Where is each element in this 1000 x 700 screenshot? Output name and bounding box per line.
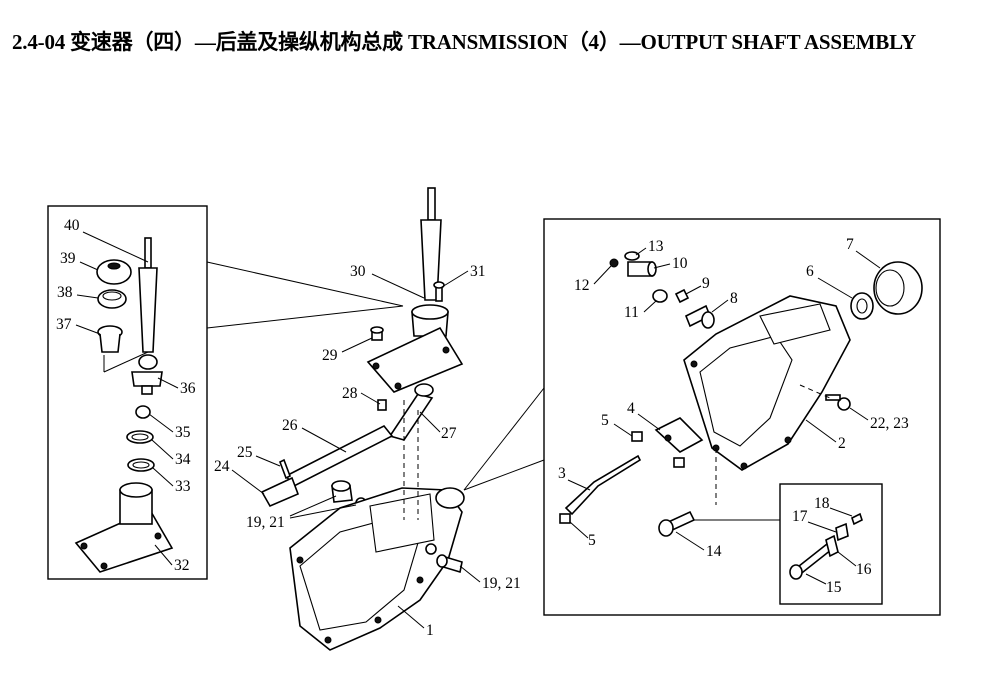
callout-4: 4 [627,400,635,417]
bolt-5-lower [559,513,571,524]
callout-26: 26 [282,417,298,434]
callout-14: 14 [706,543,722,560]
inset-frame-plunger [779,483,883,605]
plunger-pin-small [851,512,863,526]
shift-lever-detail [138,237,158,370]
transmission-case [289,487,465,651]
bracket-plate [654,417,704,453]
rear-housing [683,295,851,471]
callout-16: 16 [856,561,872,578]
drain-plug-lower [425,543,463,574]
detent-plug [627,261,657,277]
callout-13: 13 [648,238,664,255]
callout-1: 1 [426,622,434,639]
callout-19-21-left: 19, 21 [246,514,285,531]
callout-5-upper: 5 [601,412,609,429]
detent-ball [609,258,619,268]
callout-29: 29 [322,347,338,364]
callout-32: 32 [174,557,190,574]
inset-frame-left [47,205,208,580]
lever-housing-base [74,482,174,573]
spring-seat [97,325,123,353]
callout-17: 17 [792,508,808,525]
page-title: 2.4-04 变速器（四）—后盖及操纵机构总成 TRANSMISSION（4）—… [12,30,916,54]
lever-bushing [97,289,127,309]
callout-31: 31 [470,263,486,280]
callout-38: 38 [57,284,73,301]
detent-spring [624,251,640,261]
callout-22-23: 22, 23 [870,415,909,432]
callout-27: 27 [441,425,457,442]
callout-25: 25 [237,444,253,461]
breather-plug [370,326,384,341]
shift-lever-assembly [366,187,464,393]
callout-30: 30 [350,263,366,280]
callout-24: 24 [214,458,230,475]
roll-pin [278,458,292,480]
lever-detail-inset: 40 39 38 37 36 35 34 33 32 [47,205,404,580]
callout-35: 35 [175,424,191,441]
callout-18: 18 [814,495,830,512]
callout-40: 40 [64,217,80,234]
callout-3: 3 [558,465,566,482]
callout-9: 9 [702,275,710,292]
callout-28: 28 [342,385,358,402]
callout-37: 37 [56,316,72,333]
callout-19-21-right: 19, 21 [482,575,521,592]
speedometer-gear [684,304,715,329]
shift-shaft [284,424,394,488]
rubber-boot [96,259,132,285]
callout-5-lower: 5 [588,532,596,549]
lever-bolt [433,281,445,302]
plunger-retainer [835,522,849,542]
shift-fork-arm [388,383,434,441]
callout-36: 36 [180,380,196,397]
ball-joint [131,371,163,395]
callout-15: 15 [826,579,842,596]
callout-11: 11 [624,304,639,321]
callout-7: 7 [846,236,854,253]
center-shift-mechanism: 30 31 29 28 27 26 25 24 19, 21 19, 21 1 [214,187,521,651]
shift-head [260,476,300,508]
selector-arm [564,454,642,516]
callout-10: 10 [672,255,688,272]
callout-33: 33 [175,478,191,495]
callout-39: 39 [60,250,76,267]
housing-bolt [825,394,851,411]
bolt-5-mid [673,457,685,468]
interlock-plunger [658,510,696,537]
callout-8: 8 [730,290,738,307]
inset-frame-right [543,218,941,616]
dust-cover [873,261,923,315]
o-ring-11 [652,289,668,303]
callout-34: 34 [175,451,191,468]
callout-2: 2 [838,435,846,452]
shift-fork-bolt [377,399,387,411]
callout-12: 12 [574,277,590,294]
callout-6: 6 [806,263,814,280]
pivot-pin-cap [135,405,151,419]
oil-seal [850,292,874,320]
bolt-5-upper [631,431,643,442]
rear-cover-inset: 13 10 12 9 11 8 7 6 22, 23 2 4 5 3 5 14 … [463,218,941,616]
retaining-clip [674,288,690,304]
